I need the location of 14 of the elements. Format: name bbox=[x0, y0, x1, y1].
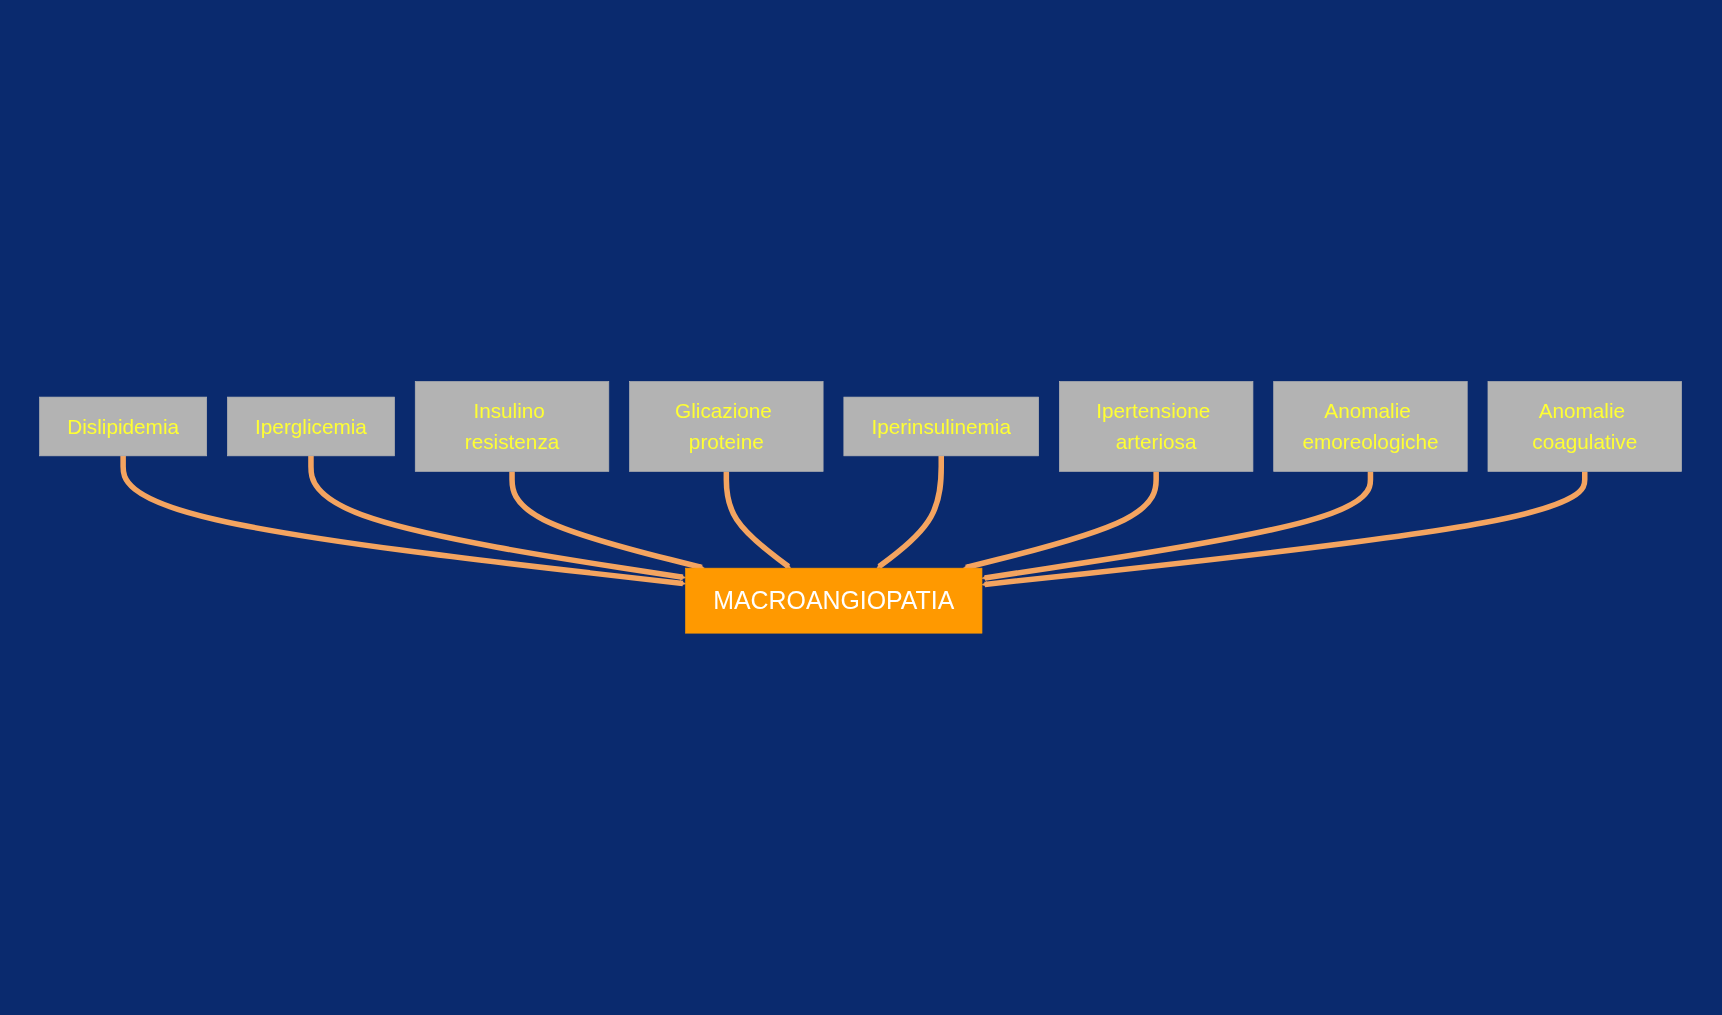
node-box: Glicazione proteine bbox=[629, 381, 824, 472]
arrow bbox=[877, 456, 945, 569]
arrow bbox=[308, 456, 687, 581]
node-box: Anomalie emoreologiche bbox=[1273, 381, 1468, 472]
arrow bbox=[724, 471, 792, 569]
node-box: Iperglicemia bbox=[227, 396, 396, 457]
node-box: MACROANGIOPATIA bbox=[685, 568, 983, 634]
node-box: Dislipidemia bbox=[39, 396, 208, 457]
node-box: Anomalie coagulative bbox=[1488, 381, 1683, 472]
arrow bbox=[982, 471, 1374, 581]
node-box: Ipertensione arteriosa bbox=[1059, 381, 1254, 472]
node-box: Iperinsulinemia bbox=[843, 396, 1040, 457]
arrow bbox=[120, 456, 687, 587]
node-box: Insulino resistenza bbox=[415, 381, 610, 472]
